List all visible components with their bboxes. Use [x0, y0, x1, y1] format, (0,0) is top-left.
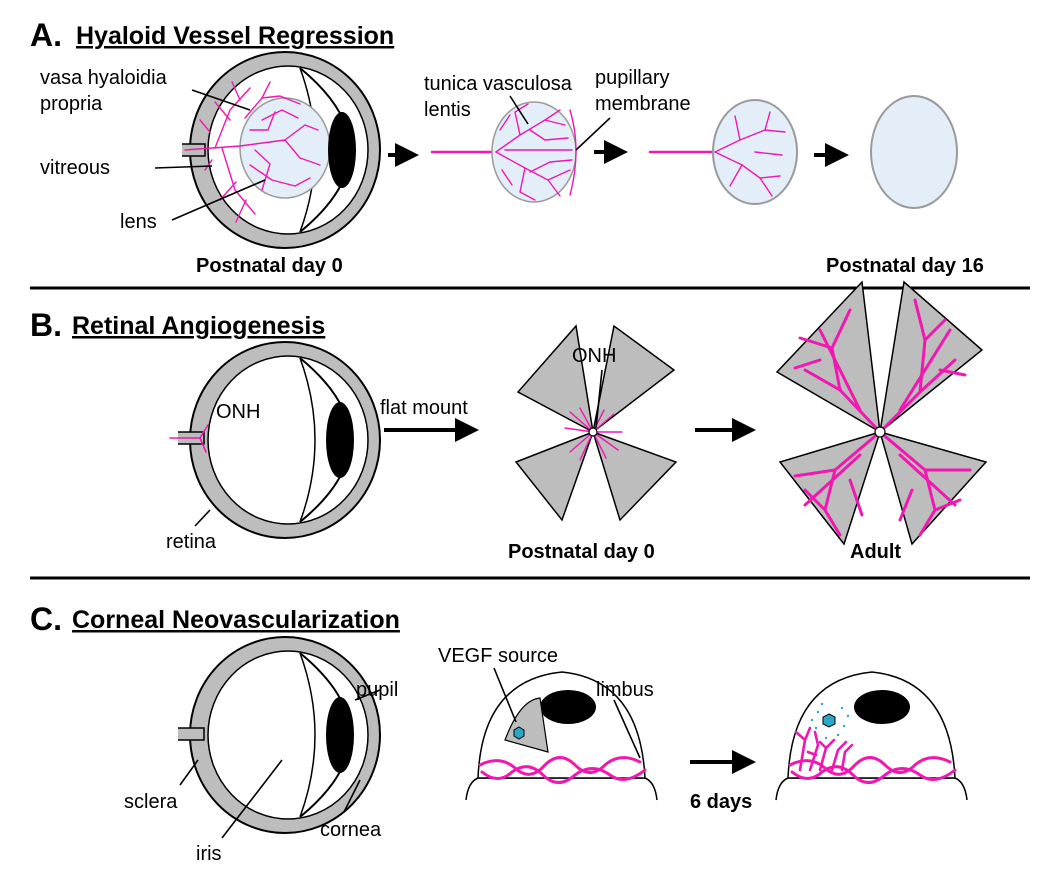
leader-vasa — [191, 89, 251, 111]
label-vegf-source: VEGF source — [438, 645, 558, 667]
label-retina: retina — [166, 531, 217, 553]
panel-b-title: Retinal Angiogenesis — [72, 312, 325, 340]
caption-adult: Adult — [850, 541, 901, 563]
flatmount-adult — [775, 280, 988, 546]
panel-a: A. Hyaloid Vessel Regression — [30, 17, 984, 277]
label-onh-flat: ONH — [572, 345, 616, 367]
label-limbus: limbus — [596, 679, 654, 701]
eye-b-diagram — [169, 341, 381, 539]
cornea-dome-before — [465, 671, 658, 801]
caption-postnatal-day-0-b: Postnatal day 0 — [508, 541, 655, 563]
leader-cornea — [343, 779, 361, 813]
label-lens: lens — [120, 211, 157, 233]
leader-pupillary — [575, 117, 611, 151]
eye-a-diagram — [182, 51, 381, 249]
leader-lens — [171, 179, 266, 221]
label-onh-eye: ONH — [216, 401, 260, 423]
label-tunica-vasculosa: tunica vasculosa lentis — [424, 73, 577, 121]
leader-vitreous — [154, 165, 213, 169]
leader-vegf — [493, 667, 517, 723]
label-sclera: sclera — [124, 791, 178, 813]
leader-retina — [194, 509, 211, 527]
label-vasa-hyaloidia: vasa hyaloidia propria — [40, 67, 172, 115]
leader-limbus — [613, 699, 641, 759]
hyaloid-vessels-a — [184, 81, 321, 223]
eye-c-diagram — [178, 636, 381, 834]
label-iris: iris — [196, 843, 222, 865]
leader-iris — [221, 759, 283, 839]
lens-stage-3 — [648, 99, 798, 205]
leader-sclera — [179, 759, 199, 786]
panel-a-letter: A. — [30, 17, 62, 53]
panel-b: B. Retinal Angiogenesis ONH retina flat … — [30, 280, 988, 563]
lens-stage-4 — [870, 95, 958, 209]
label-flat-mount: flat mount — [380, 397, 468, 419]
panel-c-title: Corneal Neovascularization — [72, 606, 400, 634]
label-pupil: pupil — [356, 679, 398, 701]
lens-stage-2 — [430, 101, 577, 203]
leader-pupil — [354, 689, 381, 701]
flatmount-p0 — [514, 324, 678, 522]
panel-c: C. Corneal Neovascularization pupil scle… — [30, 601, 968, 865]
caption-postnatal-day-0-a: Postnatal day 0 — [196, 255, 343, 277]
panel-c-letter: C. — [30, 601, 62, 637]
label-cornea: cornea — [320, 819, 382, 841]
label-vitreous: vitreous — [40, 157, 110, 179]
panel-a-title: Hyaloid Vessel Regression — [76, 22, 394, 50]
label-6-days: 6 days — [690, 791, 752, 813]
leader-tunica — [509, 95, 529, 125]
caption-postnatal-day-16: Postnatal day 16 — [826, 255, 984, 277]
label-pupillary-membrane: pupillary membrane — [595, 67, 691, 115]
cornea-dome-after — [775, 671, 968, 801]
panel-b-letter: B. — [30, 307, 62, 343]
